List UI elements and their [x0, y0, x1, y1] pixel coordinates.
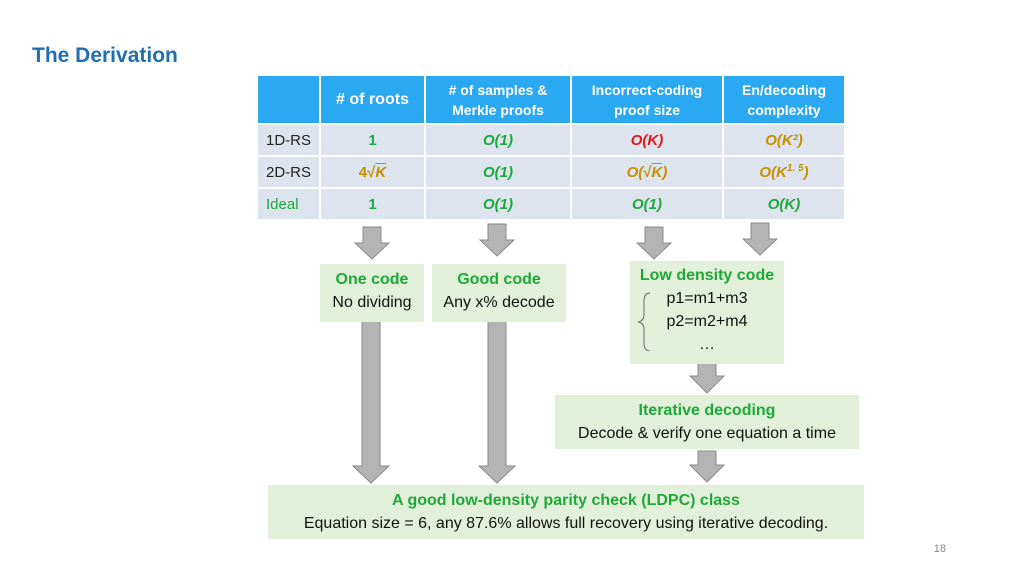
cell-roots: 1: [320, 124, 426, 157]
brace-icon: [637, 292, 651, 351]
cell-proof-size: O(1): [571, 188, 724, 221]
table-row-ideal: Ideal 1 O(1) O(1) O(K): [258, 188, 846, 221]
header-roots: # of roots: [320, 76, 426, 125]
cell-proof-size: O(K): [571, 124, 724, 157]
cell-proof-size: O(√K): [571, 156, 724, 189]
arrow-down-icon: [688, 361, 726, 394]
cell-samples: O(1): [425, 156, 572, 189]
row-label: Ideal: [258, 188, 321, 221]
page-title: The Derivation: [32, 44, 178, 67]
low-density-code-box: Low density code p1=m1+m3 p2=m2+m4 …: [630, 261, 784, 364]
cell-roots: 1: [320, 188, 426, 221]
page-number: 18: [933, 543, 946, 555]
arrow-down-icon: [478, 223, 516, 257]
header-empty: [258, 76, 321, 125]
table-header-row: # of roots # of samples &Merkle proofs I…: [258, 76, 846, 125]
row-label: 2D-RS: [258, 156, 321, 189]
table-row-2d-rs: 2D-RS 4√K O(1) O(√K) O(K1. 5): [258, 156, 846, 189]
arrow-down-icon: [741, 222, 779, 256]
arrow-down-icon: [477, 319, 517, 484]
good-code-box: Good code Any x% decode: [432, 264, 566, 322]
cell-complexity: O(K1. 5): [723, 156, 846, 189]
cell-samples: O(1): [425, 188, 572, 221]
cell-complexity: O(K²): [723, 124, 846, 157]
arrow-down-icon: [351, 319, 391, 484]
cell-complexity: O(K): [723, 188, 846, 221]
comparison-table: # of roots # of samples &Merkle proofs I…: [258, 76, 846, 221]
one-code-box: One code No dividing: [320, 264, 424, 322]
arrow-down-icon: [635, 226, 673, 260]
arrow-down-icon: [353, 226, 391, 260]
table-row-1d-rs: 1D-RS 1 O(1) O(K) O(K²): [258, 124, 846, 157]
cell-samples: O(1): [425, 124, 572, 157]
arrow-down-icon: [688, 450, 726, 483]
iterative-decoding-box: Iterative decoding Decode & verify one e…: [555, 395, 859, 449]
ldpc-class-box: A good low-density parity check (LDPC) c…: [268, 485, 864, 539]
cell-roots: 4√K: [320, 156, 426, 189]
header-samples: # of samples &Merkle proofs: [425, 76, 572, 125]
row-label: 1D-RS: [258, 124, 321, 157]
